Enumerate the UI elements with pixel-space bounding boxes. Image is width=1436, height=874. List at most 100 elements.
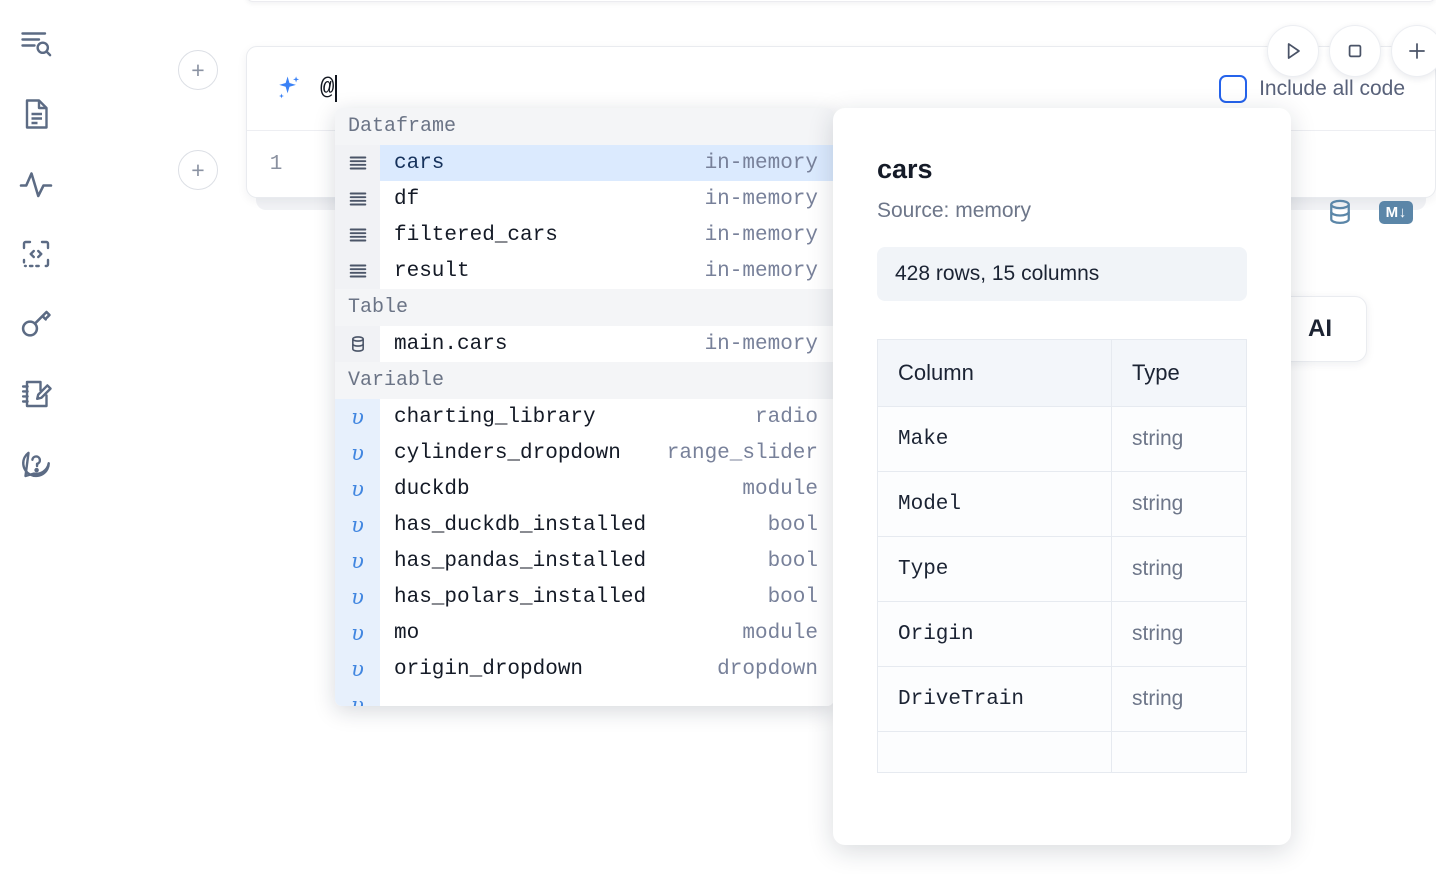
autocomplete-item-name: df xyxy=(394,187,420,211)
autocomplete-item-filtered-cars[interactable]: filtered_cars in-memory xyxy=(335,217,834,253)
autocomplete-item-df[interactable]: df in-memory xyxy=(335,181,834,217)
variable-icon: υ xyxy=(335,651,380,687)
autocomplete-item-name: origin_dropdown xyxy=(394,657,584,681)
include-all-code-row[interactable]: Include all code xyxy=(1219,75,1405,103)
autocomplete-item-cylinders-dropdown[interactable]: υ cylinders_dropdown range_slider xyxy=(335,435,834,471)
ai-prompt-input[interactable]: @ xyxy=(305,47,1435,130)
table-row: Make string xyxy=(877,406,1247,472)
autocomplete-item-meta: in-memory xyxy=(704,332,818,356)
detail-source: Source: memory xyxy=(877,199,1032,222)
cell-column-type: string xyxy=(1111,601,1247,667)
autocomplete-item-meta: in-memory xyxy=(704,223,818,247)
activity-icon[interactable] xyxy=(12,158,60,210)
add-cell-button-bottom[interactable]: + xyxy=(178,150,218,190)
run-button[interactable] xyxy=(1267,25,1319,77)
variable-icon: υ xyxy=(335,615,380,651)
dataframe-icon xyxy=(335,181,380,217)
autocomplete-group-label: Variable xyxy=(335,362,834,399)
autocomplete-item-cars[interactable]: cars in-memory xyxy=(335,145,834,181)
autocomplete-group-label: Dataframe xyxy=(335,108,834,145)
autocomplete-item-name: cylinders_dropdown xyxy=(394,441,621,465)
variable-icon: υ xyxy=(335,543,380,579)
cell-language-icons: M↓ xyxy=(1325,197,1413,227)
detail-shape-badge: 428 rows, 15 columns xyxy=(877,247,1247,301)
document-icon[interactable] xyxy=(12,88,60,140)
cell-column-name: DriveTrain xyxy=(877,666,1112,732)
autocomplete-item-meta: in-memory xyxy=(704,187,818,211)
scratchpad-edit-icon[interactable] xyxy=(12,368,60,420)
column-header-type: Type xyxy=(1111,339,1247,407)
autocomplete-item-meta: bool xyxy=(767,549,818,573)
cell-column-type: string xyxy=(1111,406,1247,472)
autocomplete-item-meta: bool xyxy=(767,585,818,609)
autocomplete-item-main-cars[interactable]: main.cars in-memory xyxy=(335,326,834,362)
markdown-icon[interactable]: M↓ xyxy=(1378,200,1413,224)
mention-autocomplete-dropdown[interactable]: Dataframe cars in-memory df in-memory xyxy=(335,108,834,706)
variable-icon: υ xyxy=(335,579,380,615)
outline-search-icon[interactable] xyxy=(12,18,60,70)
autocomplete-item-meta: in-memory xyxy=(704,151,818,175)
autocomplete-item-has-duckdb-installed[interactable]: υ has_duckdb_installed bool xyxy=(335,507,834,543)
database-icon[interactable] xyxy=(1325,197,1355,227)
cell-column-type: string xyxy=(1111,471,1247,537)
column-header-column: Column xyxy=(877,339,1112,407)
autocomplete-item-name: has_polars_installed xyxy=(394,585,647,609)
code-snippets-icon[interactable] xyxy=(12,228,60,280)
autocomplete-item-name: result xyxy=(394,259,470,283)
include-all-code-label: Include all code xyxy=(1259,77,1405,100)
autocomplete-item-meta: range_slider xyxy=(666,441,818,465)
autocomplete-item-charting-library[interactable]: υ charting_library radio xyxy=(335,399,834,435)
autocomplete-item-origin-dropdown[interactable]: υ origin_dropdown dropdown xyxy=(335,651,834,687)
autocomplete-item-clipped[interactable]: υ xyxy=(335,687,834,706)
autocomplete-item-meta: bool xyxy=(767,513,818,537)
autocomplete-item-name: cars xyxy=(394,151,445,175)
dataframe-icon xyxy=(335,145,380,181)
autocomplete-item-name: has_pandas_installed xyxy=(394,549,647,573)
cell-column-name: Model xyxy=(877,471,1112,537)
table-row: DriveTrain string xyxy=(877,666,1247,732)
ai-prompt-value: @ xyxy=(320,75,335,102)
autocomplete-item-name: charting_library xyxy=(394,405,596,429)
autocomplete-item-meta: module xyxy=(742,621,818,645)
table-row: Model string xyxy=(877,471,1247,537)
variable-icon: υ xyxy=(335,471,380,507)
line-number: 1 xyxy=(269,153,283,176)
key-icon[interactable] xyxy=(12,298,60,350)
cell-run-controls xyxy=(1267,25,1436,77)
autocomplete-item-meta: in-memory xyxy=(704,259,818,283)
dataframe-icon xyxy=(335,253,380,289)
previous-cell-edge xyxy=(246,0,1436,2)
left-sidebar xyxy=(0,0,72,874)
cell-column-type: string xyxy=(1111,536,1247,602)
autocomplete-item-mo[interactable]: υ mo module xyxy=(335,615,834,651)
variable-icon: υ xyxy=(335,399,380,435)
autocomplete-item-meta: radio xyxy=(754,405,818,429)
add-cell-button-top[interactable]: + xyxy=(178,50,218,90)
variable-icon: υ xyxy=(335,435,380,471)
cell-column-name: Origin xyxy=(877,601,1112,667)
table-row: Type string xyxy=(877,536,1247,602)
table-row: Origin string xyxy=(877,601,1247,667)
autocomplete-group-label: Table xyxy=(335,289,834,326)
autocomplete-item-name: mo xyxy=(394,621,420,645)
stop-button[interactable] xyxy=(1329,25,1381,77)
cell-column-type xyxy=(1111,731,1247,773)
autocomplete-item-has-pandas-installed[interactable]: υ has_pandas_installed bool xyxy=(335,543,834,579)
cell-column-type: string xyxy=(1111,666,1247,732)
autocomplete-item-result[interactable]: result in-memory xyxy=(335,253,834,289)
autocomplete-item-duckdb[interactable]: υ duckdb module xyxy=(335,471,834,507)
variable-icon: υ xyxy=(335,687,380,706)
autocomplete-item-has-polars-installed[interactable]: υ has_polars_installed bool xyxy=(335,579,834,615)
markdown-badge-arrow: ↓ xyxy=(1398,203,1407,221)
include-all-code-checkbox[interactable] xyxy=(1219,75,1248,103)
autocomplete-item-meta: dropdown xyxy=(717,657,818,681)
table-header-row: Column Type xyxy=(877,339,1247,407)
markdown-badge-letter: M xyxy=(1385,203,1399,221)
help-chat-icon[interactable] xyxy=(12,438,60,490)
autocomplete-item-name: duckdb xyxy=(394,477,470,501)
code-editor-row[interactable]: 1 xyxy=(247,131,1435,198)
dataframe-icon xyxy=(335,217,380,253)
more-actions-button[interactable] xyxy=(1391,25,1436,77)
detail-title: cars xyxy=(877,154,933,184)
